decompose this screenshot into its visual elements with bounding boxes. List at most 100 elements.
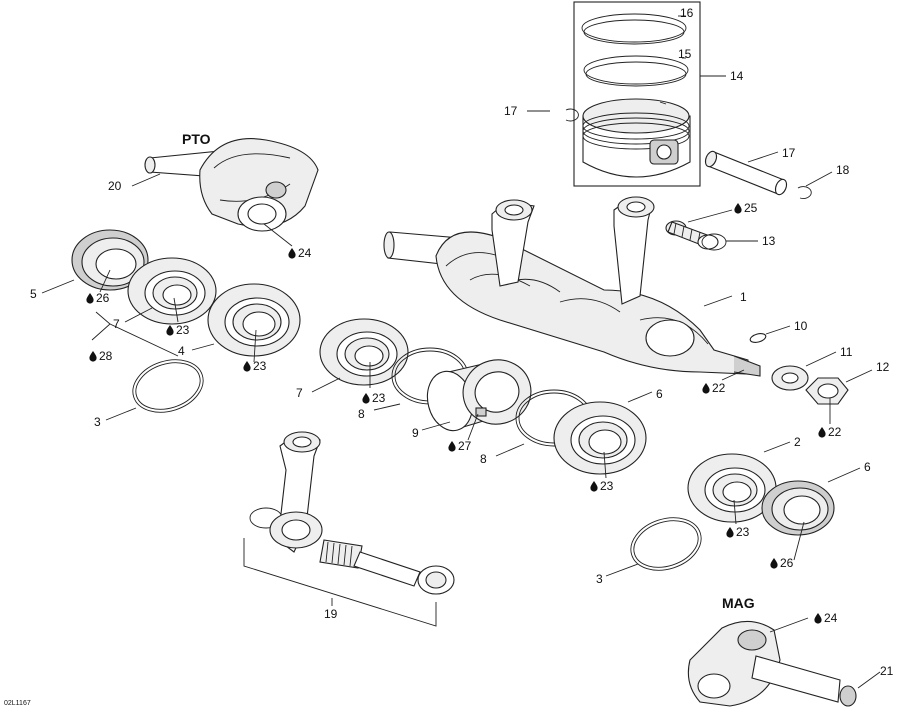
lube-ref-23-c: 23 bbox=[362, 391, 386, 405]
callout-3-right: 3 bbox=[596, 572, 603, 586]
lube-drop-icon bbox=[448, 441, 456, 452]
svg-text:27: 27 bbox=[458, 439, 472, 453]
callout-10: 10 bbox=[794, 319, 808, 333]
lube-drop-icon bbox=[590, 481, 598, 492]
lube-ref-23-e: 23 bbox=[726, 525, 750, 539]
lube-drop-icon bbox=[726, 527, 734, 538]
lube-drop-icon bbox=[89, 351, 97, 362]
lube-drop-icon bbox=[814, 613, 822, 624]
ball-bearing-6a bbox=[553, 401, 647, 475]
svg-text:26: 26 bbox=[780, 556, 794, 570]
callout-7-top: 7 bbox=[113, 317, 120, 331]
piston bbox=[582, 98, 691, 178]
callout-3-left: 3 bbox=[94, 415, 101, 429]
nut-12 bbox=[805, 377, 849, 405]
svg-text:22: 22 bbox=[828, 425, 842, 439]
callout-6-mid: 6 bbox=[656, 387, 663, 401]
lube-ref-22-nut: 22 bbox=[818, 425, 842, 439]
bearing-sleeve-9 bbox=[426, 359, 532, 432]
mag-crank-half bbox=[687, 620, 857, 707]
callout-12: 12 bbox=[876, 360, 890, 374]
lube-ref-22-crank: 22 bbox=[702, 381, 726, 395]
pto-label: PTO bbox=[182, 131, 211, 147]
lube-drop-icon bbox=[86, 293, 94, 304]
ball-bearing-4 bbox=[207, 283, 301, 357]
svg-text:24: 24 bbox=[298, 246, 312, 260]
callout-20: 20 bbox=[108, 179, 122, 193]
lube-ref-26-right: 26 bbox=[770, 556, 794, 570]
callout-7-mid: 7 bbox=[296, 386, 303, 400]
callout-17-clip: 17 bbox=[504, 104, 518, 118]
callout-19: 19 bbox=[324, 607, 338, 621]
lube-drop-icon bbox=[166, 325, 174, 336]
piston-ring-16 bbox=[581, 13, 687, 43]
svg-text:23: 23 bbox=[176, 323, 190, 337]
lube-ref-27: 27 bbox=[448, 439, 472, 453]
washer-11 bbox=[771, 365, 809, 391]
lube-drop-icon bbox=[243, 361, 251, 372]
svg-text:23: 23 bbox=[253, 359, 267, 373]
callout-11: 11 bbox=[840, 345, 853, 359]
svg-text:23: 23 bbox=[736, 525, 750, 539]
mag-label: MAG bbox=[722, 595, 755, 611]
callout-1: 1 bbox=[740, 290, 747, 304]
circlip-18 bbox=[797, 186, 812, 199]
callout-9: 9 bbox=[412, 426, 419, 440]
callout-4: 4 bbox=[178, 344, 185, 358]
lube-ref-23-b: 23 bbox=[243, 359, 267, 373]
lube-drop-icon bbox=[362, 393, 370, 404]
callout-18: 18 bbox=[836, 163, 850, 177]
lube-ref-24-pto: 24 bbox=[288, 246, 312, 260]
circlip-17 bbox=[565, 108, 579, 122]
connecting-rod-kit bbox=[249, 431, 455, 595]
svg-text:25: 25 bbox=[744, 201, 758, 215]
lube-drop-icon bbox=[702, 383, 710, 394]
crankshaft-assembly bbox=[383, 196, 761, 377]
callout-14: 14 bbox=[730, 69, 744, 83]
lube-ref-24-mag: 24 bbox=[814, 611, 838, 625]
piston-assembly bbox=[573, 1, 726, 187]
o-ring-3b bbox=[630, 517, 702, 571]
svg-text:23: 23 bbox=[372, 391, 386, 405]
callout-8-lower: 8 bbox=[480, 452, 487, 466]
callout-5: 5 bbox=[30, 287, 37, 301]
svg-text:22: 22 bbox=[712, 381, 726, 395]
ball-bearing-7b bbox=[319, 318, 409, 386]
callout-16: 16 bbox=[680, 6, 694, 20]
oil-seal-5 bbox=[71, 229, 149, 291]
callout-15: 15 bbox=[678, 47, 692, 61]
callout-21: 21 bbox=[880, 664, 894, 678]
woodruff-key-10 bbox=[749, 333, 767, 343]
piston-ring-15 bbox=[583, 55, 689, 85]
callout-2: 2 bbox=[794, 435, 801, 449]
lube-ref-26-left: 26 bbox=[86, 291, 110, 305]
o-ring-3a bbox=[132, 359, 204, 413]
lube-drop-icon bbox=[818, 427, 826, 438]
piston-pin bbox=[704, 150, 788, 196]
callout-8-mid: 8 bbox=[358, 407, 365, 421]
svg-text:26: 26 bbox=[96, 291, 110, 305]
oil-seal-6b bbox=[761, 480, 835, 536]
lube-ref-23-d: 23 bbox=[590, 479, 614, 493]
ball-bearing-7a bbox=[127, 257, 217, 325]
lube-ref-23-a: 23 bbox=[166, 323, 190, 337]
svg-text:23: 23 bbox=[600, 479, 614, 493]
svg-text:28: 28 bbox=[99, 349, 113, 363]
lube-drop-icon bbox=[770, 558, 778, 569]
callout-6-right: 6 bbox=[864, 460, 871, 474]
reference-code: 02L1167 bbox=[4, 700, 31, 707]
lube-ref-25: 25 bbox=[734, 201, 758, 215]
lube-drop-icon bbox=[288, 248, 296, 259]
ball-bearing-2 bbox=[687, 453, 777, 523]
piston-group-box bbox=[573, 1, 701, 187]
callout-17-pin: 17 bbox=[782, 146, 796, 160]
svg-text:24: 24 bbox=[824, 611, 838, 625]
needle-bearing-25 bbox=[665, 220, 719, 250]
pto-crank-half bbox=[144, 138, 319, 232]
callout-13: 13 bbox=[762, 234, 776, 248]
lube-ref-28: 28 bbox=[89, 349, 113, 363]
thrust-washer-13 bbox=[701, 233, 727, 251]
lube-drop-icon bbox=[734, 203, 742, 214]
